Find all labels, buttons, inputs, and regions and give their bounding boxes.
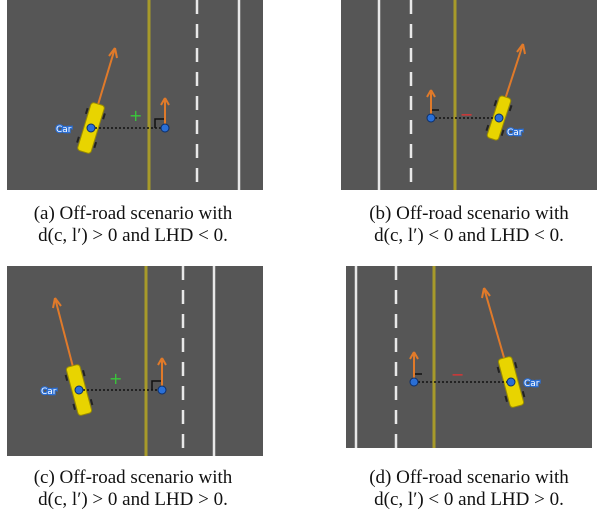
heading-arrow-head <box>516 43 526 55</box>
panel-a: + Car <box>7 0 263 190</box>
sign-label: − <box>460 105 473 124</box>
panel-b: − Car <box>341 0 597 190</box>
car-label: Car <box>507 128 523 138</box>
car-point <box>74 385 84 395</box>
caption-b-line1: (b) Off-road scenario with <box>369 203 569 224</box>
caption-d-line1: (d) Off-road scenario with <box>369 467 569 488</box>
car-point <box>494 113 504 123</box>
lane-direction-arrow-head <box>409 351 419 360</box>
panel-c-image: + Car <box>7 266 263 456</box>
right-angle-marker <box>154 118 164 128</box>
caption-d: (d) Off-road scenario with d(c, l′) < 0 … <box>324 467 611 511</box>
sign-label: − <box>451 365 464 384</box>
lane-direction-arrow-head <box>157 357 167 366</box>
panel-b-image: − Car <box>341 0 597 190</box>
caption-a: (a) Off-road scenario with d(c, l′) > 0 … <box>0 203 278 247</box>
projection-point <box>409 377 419 387</box>
projection-point <box>157 385 167 395</box>
right-angle-marker <box>151 380 161 390</box>
car-label: Car <box>41 387 57 397</box>
car-label: Car <box>524 379 540 389</box>
panel-a-image: + Car <box>7 0 263 190</box>
caption-c-line2: d(c, l′) > 0 and LHD > 0. <box>38 489 228 510</box>
car-point <box>506 377 516 387</box>
caption-b-line2: d(c, l′) < 0 and LHD < 0. <box>374 225 564 246</box>
panel-d: − Car <box>346 266 592 448</box>
projection-point <box>160 123 170 133</box>
road-surface <box>7 266 263 456</box>
road-surface <box>341 0 597 190</box>
panel-d-image: − Car <box>346 266 592 448</box>
caption-c-line1: (c) Off-road scenario with <box>33 467 233 488</box>
road-surface <box>346 266 592 448</box>
caption-b: (b) Off-road scenario with d(c, l′) < 0 … <box>324 203 611 247</box>
sign-label: + <box>109 369 122 388</box>
panel-c: + Car <box>7 266 263 456</box>
car-label: Car <box>56 125 72 135</box>
heading-arrow-head <box>108 47 118 59</box>
heading-arrow-head <box>481 287 491 299</box>
caption-a-line1: (a) Off-road scenario with <box>33 203 233 224</box>
lane-direction-arrow-head <box>426 89 436 98</box>
heading-arrow-head <box>52 297 62 309</box>
lane-direction-arrow-head <box>160 97 170 106</box>
caption-a-line2: d(c, l′) > 0 and LHD < 0. <box>38 225 228 246</box>
caption-c: (c) Off-road scenario with d(c, l′) > 0 … <box>0 467 278 511</box>
road-surface <box>7 0 263 190</box>
caption-d-line2: d(c, l′) < 0 and LHD > 0. <box>374 489 564 510</box>
car-point <box>86 123 96 133</box>
projection-point <box>426 113 436 123</box>
sign-label: + <box>129 106 142 125</box>
